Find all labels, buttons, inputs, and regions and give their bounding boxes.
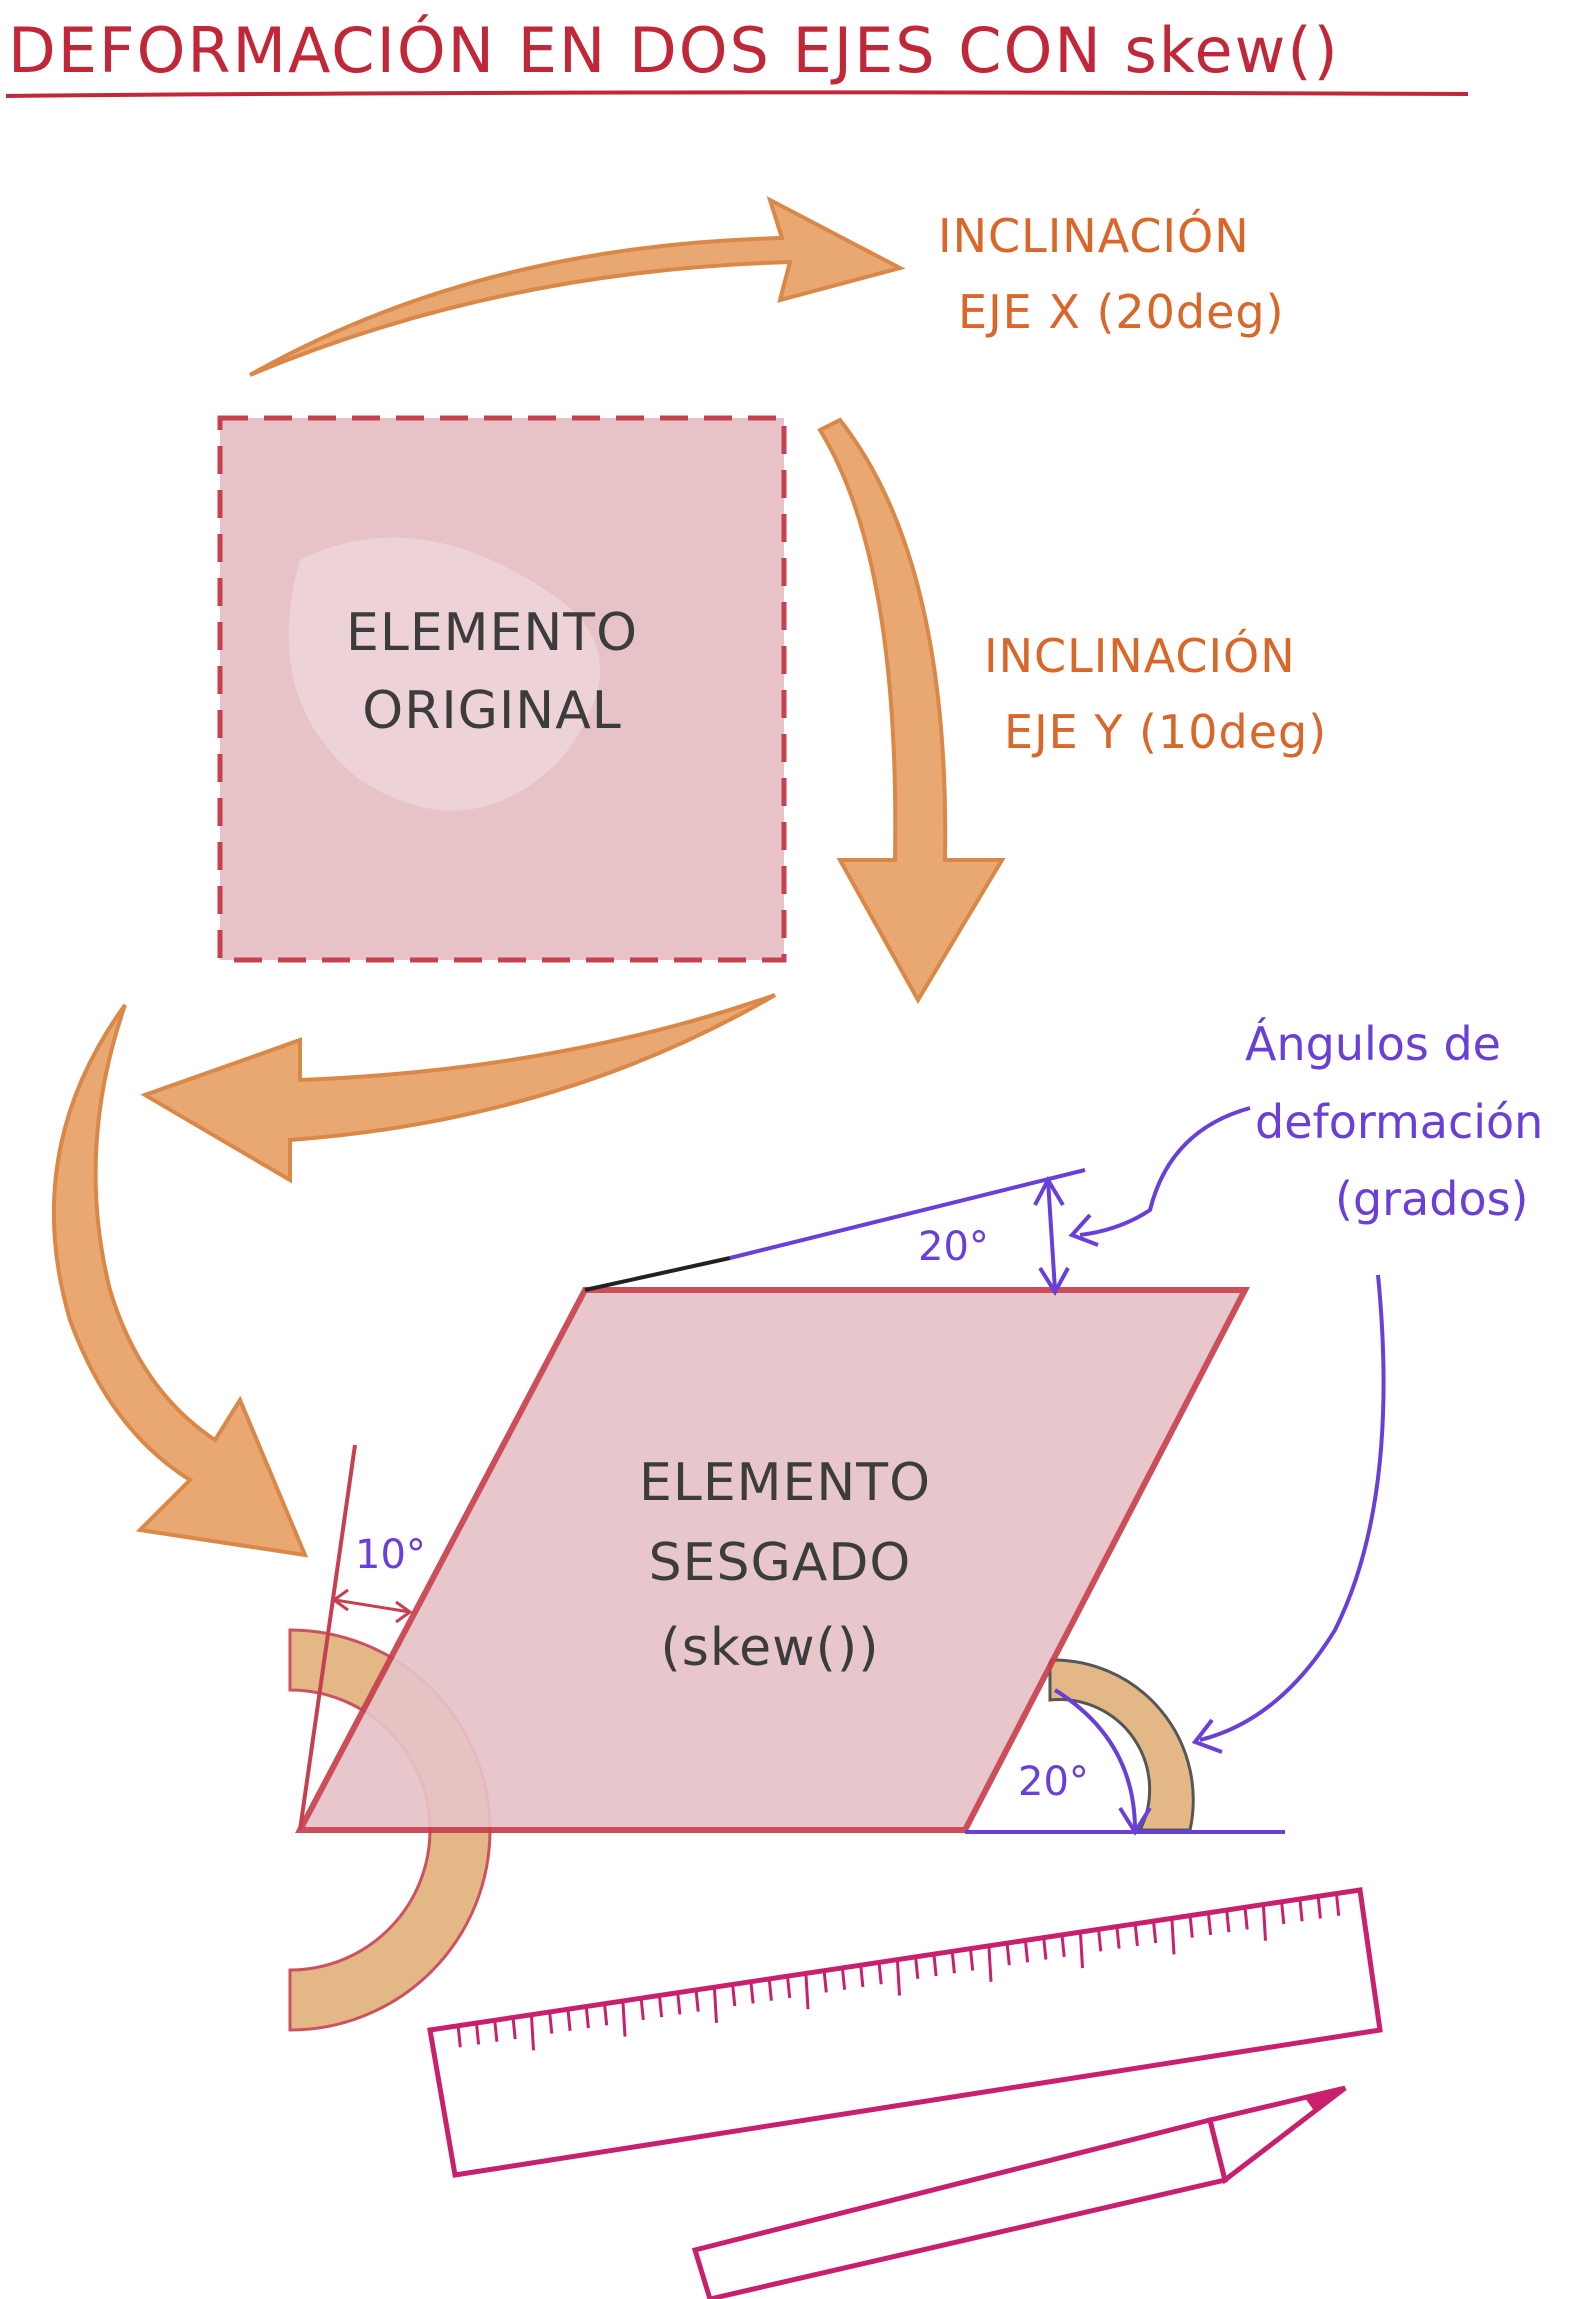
axis-x-label-line1: INCLINACIÓN	[938, 209, 1250, 263]
ruler-tick	[804, 1975, 810, 2010]
ruler-tick	[1097, 1931, 1103, 1952]
ruler-tick	[859, 1966, 865, 1988]
ruler-tick	[896, 1961, 901, 1996]
angle-top-label: 20°	[918, 1224, 989, 1270]
ruler-tick	[1079, 1934, 1084, 1969]
ruler-tick	[1170, 1920, 1176, 1955]
ruler-tick	[1280, 1903, 1286, 1925]
ruler-tick	[786, 1977, 792, 1999]
ruler-tick	[1024, 1942, 1030, 1963]
pencil	[691, 2085, 1347, 2299]
angle-marker-top: 20°	[584, 1168, 1086, 1296]
ruler-tick	[566, 2010, 572, 2031]
arrow-return-left	[140, 993, 777, 1184]
ruler-tick	[1060, 1936, 1066, 1957]
skewed-label-line1: ELEMENTO	[639, 1453, 931, 1513]
angle-marker-bottom: 20°	[965, 1688, 1285, 1836]
diagram-title: DEFORMACIÓN EN DOS EJES CON skew()	[8, 14, 1340, 87]
ruler-tick	[584, 2007, 590, 2029]
ruler-ticks	[456, 1895, 1341, 2051]
ruler-tick	[1005, 1944, 1011, 1966]
ruler-tick	[1207, 1914, 1213, 1936]
ruler-tick	[1262, 1906, 1267, 1941]
ruler-tick	[877, 1964, 883, 1985]
angle-bottom-label: 20°	[1018, 1759, 1089, 1805]
ruler-tick	[511, 2018, 517, 2040]
ruler	[427, 1887, 1383, 2178]
ruler-tick	[1225, 1912, 1231, 1933]
ruler-tick	[731, 1986, 737, 2007]
ruler-tick	[456, 2027, 462, 2048]
original-label-line2: ORIGINAL	[362, 681, 621, 741]
original-element: ELEMENTO ORIGINAL	[217, 415, 787, 963]
ruler-tick	[969, 1950, 975, 1971]
angles-note-line1: Ángulos de	[1245, 1017, 1501, 1071]
ruler-tick	[1243, 1909, 1249, 1930]
skewed-label-line3: (skew())	[660, 1618, 879, 1678]
ruler-tick	[914, 1958, 920, 1979]
ruler-tick	[1188, 1917, 1194, 1938]
ruler-tick	[548, 2013, 554, 2034]
skewed-label-line2: SESGADO	[649, 1533, 912, 1593]
angle-marker-left: 10°	[298, 1444, 426, 1831]
arrow-to-skewed	[51, 1003, 309, 1558]
axis-y-label-line1: INCLINACIÓN	[984, 629, 1296, 683]
ruler-tick	[932, 1955, 938, 1977]
ruler-tick	[767, 1980, 773, 2001]
ruler-tick	[1042, 1939, 1048, 1960]
axis-y-label-line2: EJE Y (10deg)	[1004, 705, 1327, 759]
angles-note-line3: (grados)	[1335, 1172, 1529, 1226]
ruler-tick	[639, 1999, 645, 2021]
original-label-line1: ELEMENTO	[346, 603, 638, 663]
ruler-tick	[1133, 1925, 1139, 1947]
ruler-tick	[658, 1996, 664, 2018]
ruler-tick	[822, 1972, 828, 1993]
ruler-tick	[621, 2002, 627, 2037]
title-underline	[5, 90, 1469, 98]
skewed-element: ELEMENTO SESGADO (skew())	[295, 1287, 1250, 1833]
ruler-tick	[530, 2016, 535, 2051]
ruler-tick	[603, 2005, 609, 2026]
ruler-tick	[676, 1994, 682, 2015]
ruler-tick	[1115, 1928, 1121, 1949]
ruler-tick	[493, 2021, 499, 2042]
ruler-tick	[1298, 1901, 1304, 1922]
ruler-tick	[1335, 1895, 1341, 1916]
ruler-tick	[713, 1988, 718, 2023]
angles-note-line2: deformación	[1255, 1095, 1543, 1149]
arrow-y-axis	[817, 417, 1006, 1004]
ruler-tick	[841, 1969, 847, 1990]
axis-x-label-line2: EJE X (20deg)	[958, 285, 1285, 339]
ruler-tick	[1316, 1898, 1322, 1919]
ruler-tick	[950, 1953, 956, 1974]
arrow-x-axis	[249, 195, 906, 377]
ruler-tick	[694, 1991, 700, 2012]
ruler-tick	[475, 2024, 481, 2045]
angle-left-label: 10°	[355, 1532, 426, 1578]
ruler-tick	[1152, 1922, 1158, 1944]
ruler-tick	[987, 1947, 993, 1982]
angles-note: Ángulos de deformación (grados)	[1068, 1017, 1543, 1754]
ruler-tick	[749, 1983, 755, 2004]
